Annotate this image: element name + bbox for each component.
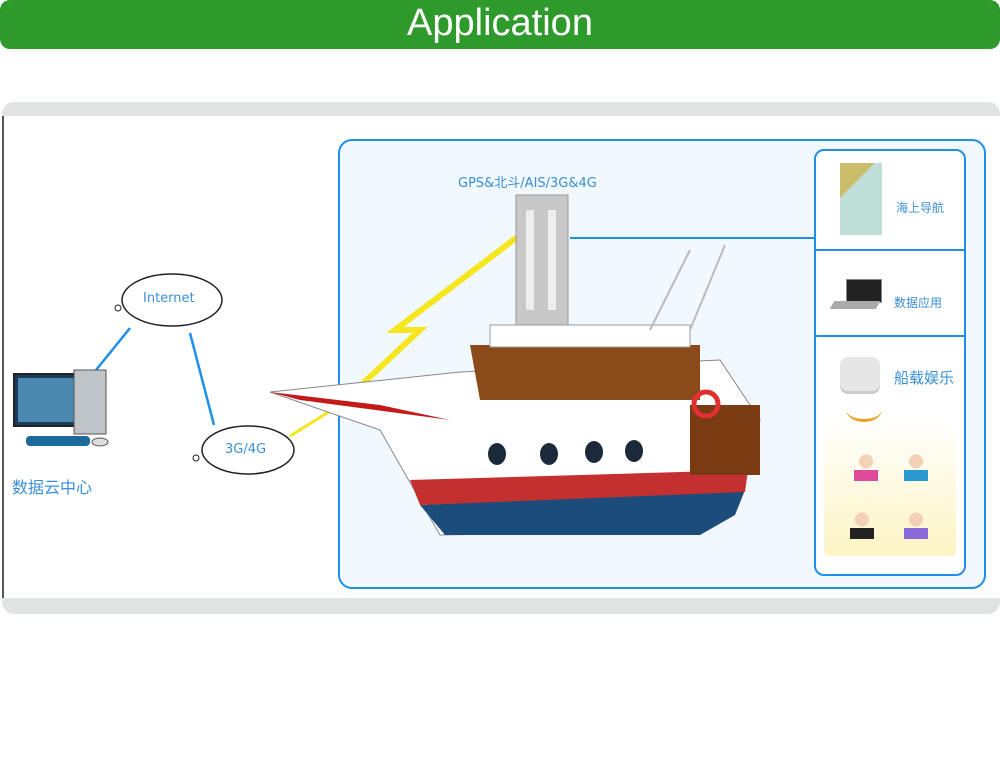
service-label-entertainment: 船载娱乐: [894, 369, 955, 387]
network-cloud-icon: [192, 425, 295, 475]
user-avatar-icon: [904, 453, 928, 481]
divider: [816, 335, 964, 337]
wifi-signal-icon: [846, 397, 882, 422]
divider: [816, 249, 964, 251]
onboard-services-panel: 海上导航 数据应用 船载娱乐: [814, 149, 966, 576]
user-avatar-icon: [854, 453, 878, 481]
nautical-chart-icon: [840, 163, 882, 235]
laptop-icon: [829, 279, 882, 313]
datacenter-label: 数据云中心: [12, 478, 93, 497]
wireless-link-bolt: [337, 232, 522, 408]
entertainment-area: [824, 416, 956, 556]
datacenter-computer-icon: [13, 369, 109, 447]
page-title-banner: Application: [0, 0, 1000, 49]
antenna-label: GPS&北斗/AIS/3G&4G: [458, 176, 597, 191]
wireless-access-point-icon: [840, 357, 880, 391]
service-label-navigation: 海上导航: [896, 201, 945, 215]
user-avatar-icon: [850, 511, 874, 539]
service-label-data: 数据应用: [894, 296, 943, 310]
internet-label: Internet: [143, 291, 195, 306]
internet-cloud-icon: [114, 273, 223, 327]
network-label: 3G/4G: [225, 442, 267, 457]
link-internet-3g4g: [188, 332, 216, 426]
vessel-boat-icon: [269, 244, 761, 536]
link-internet-datacenter: [91, 327, 131, 376]
user-avatar-icon: [904, 511, 928, 539]
antenna-mast-icon: [515, 194, 569, 326]
page-title: Application: [407, 2, 593, 44]
